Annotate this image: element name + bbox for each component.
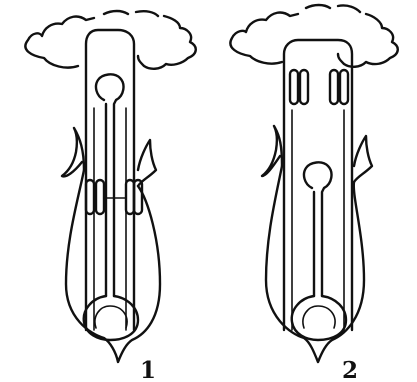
- figure-1-ovary-inner: [95, 306, 127, 328]
- figure-2-ovary: [292, 296, 346, 340]
- figure-2-right-bract: [354, 136, 372, 182]
- figure-2-style: [304, 162, 331, 296]
- figure-2-anthers: [290, 70, 348, 104]
- figure-2-anther: [290, 70, 298, 104]
- figure-2-inner-wall: [292, 110, 344, 330]
- figure-2-left-bract: [262, 126, 282, 176]
- figure-1-petal-crown: [25, 11, 195, 69]
- figure-1-label: 1: [140, 357, 156, 382]
- figure-2-ovary-inner: [303, 306, 335, 328]
- figure-1-style: [96, 74, 123, 296]
- figure-2-anther: [340, 70, 348, 104]
- figure-1-anther: [96, 180, 104, 214]
- figure-2: 2: [230, 5, 397, 382]
- figure-2-column: [284, 40, 352, 330]
- figure-2-label: 2: [342, 357, 358, 382]
- figure-1-anther: [86, 180, 94, 214]
- figure-2-petal-crown: [230, 5, 397, 67]
- figure-1-right-bract: [138, 140, 156, 186]
- figure-1: 1: [25, 11, 195, 382]
- figure-1-left-bract: [62, 128, 84, 176]
- figure-2-anther: [300, 70, 308, 104]
- figure-2-anther: [330, 70, 338, 104]
- figure-1-ovary: [84, 296, 138, 340]
